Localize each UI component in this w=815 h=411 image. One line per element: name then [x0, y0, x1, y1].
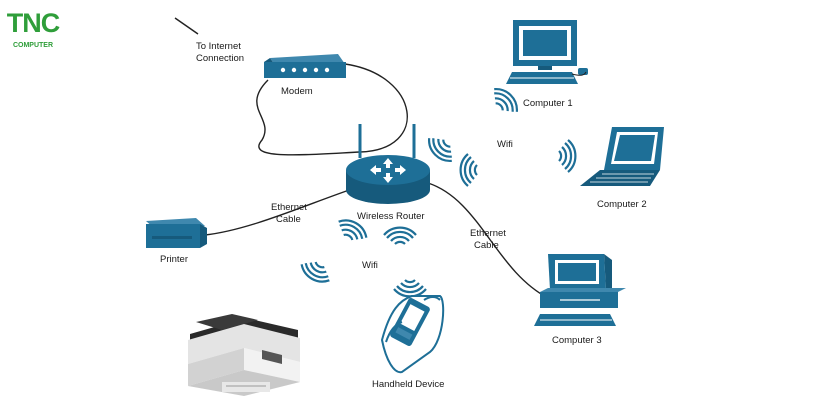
wifi-label-bottom: Wifi [362, 260, 378, 271]
logo-subtext: COMPUTER [12, 42, 54, 49]
printer-label: Printer [160, 254, 188, 265]
router-label: Wireless Router [357, 211, 425, 222]
computer-1-label: Computer 1 [523, 98, 573, 109]
printer-icon [146, 218, 207, 248]
handheld-device-icon [380, 295, 445, 374]
computer-2-label: Computer 2 [597, 199, 647, 210]
computer-1-icon [506, 20, 588, 84]
laser-printer-photo [188, 314, 300, 396]
computer-3-icon [534, 254, 626, 326]
wifi-signal-icon [459, 153, 478, 187]
internet-cable [174, 17, 199, 35]
internet-label-line1: To Internet [196, 41, 241, 52]
wifi-signal-icon [494, 88, 518, 112]
ethernet-left-label-line1: Ethernet [271, 202, 307, 213]
ethernet-right-label-line1: Ethernet [470, 228, 506, 239]
modem-router-cable [256, 63, 408, 156]
wifi-signal-icon [558, 139, 577, 173]
computer-2-icon [580, 127, 664, 186]
labels: To Internet Connection Modem Wireless Ro… [160, 41, 647, 390]
ethernet-right-label-line2: Cable [474, 240, 499, 251]
printer-cable [204, 187, 356, 236]
modem-label: Modem [281, 86, 313, 97]
wifi-signals [300, 88, 577, 298]
computer-3-label: Computer 3 [552, 335, 602, 346]
cables [174, 17, 549, 299]
wifi-signal-icon [300, 261, 330, 283]
modem-icon [264, 54, 346, 78]
wifi-signal-icon [383, 226, 417, 245]
internet-label-line2: Connection [196, 53, 244, 64]
wifi-label-top: Wifi [497, 139, 513, 150]
logo-text: TNC [6, 8, 61, 38]
ethernet-left-label-line2: Cable [276, 214, 301, 225]
wifi-signal-icon [338, 219, 368, 241]
handheld-device-label: Handheld Device [372, 379, 444, 390]
wifi-signal-icon [393, 279, 427, 298]
wireless-router-icon [346, 124, 430, 204]
computer3-cable [427, 182, 549, 299]
tnc-logo: TNC COMPUTER [6, 4, 61, 54]
wifi-signal-icon [428, 138, 452, 162]
